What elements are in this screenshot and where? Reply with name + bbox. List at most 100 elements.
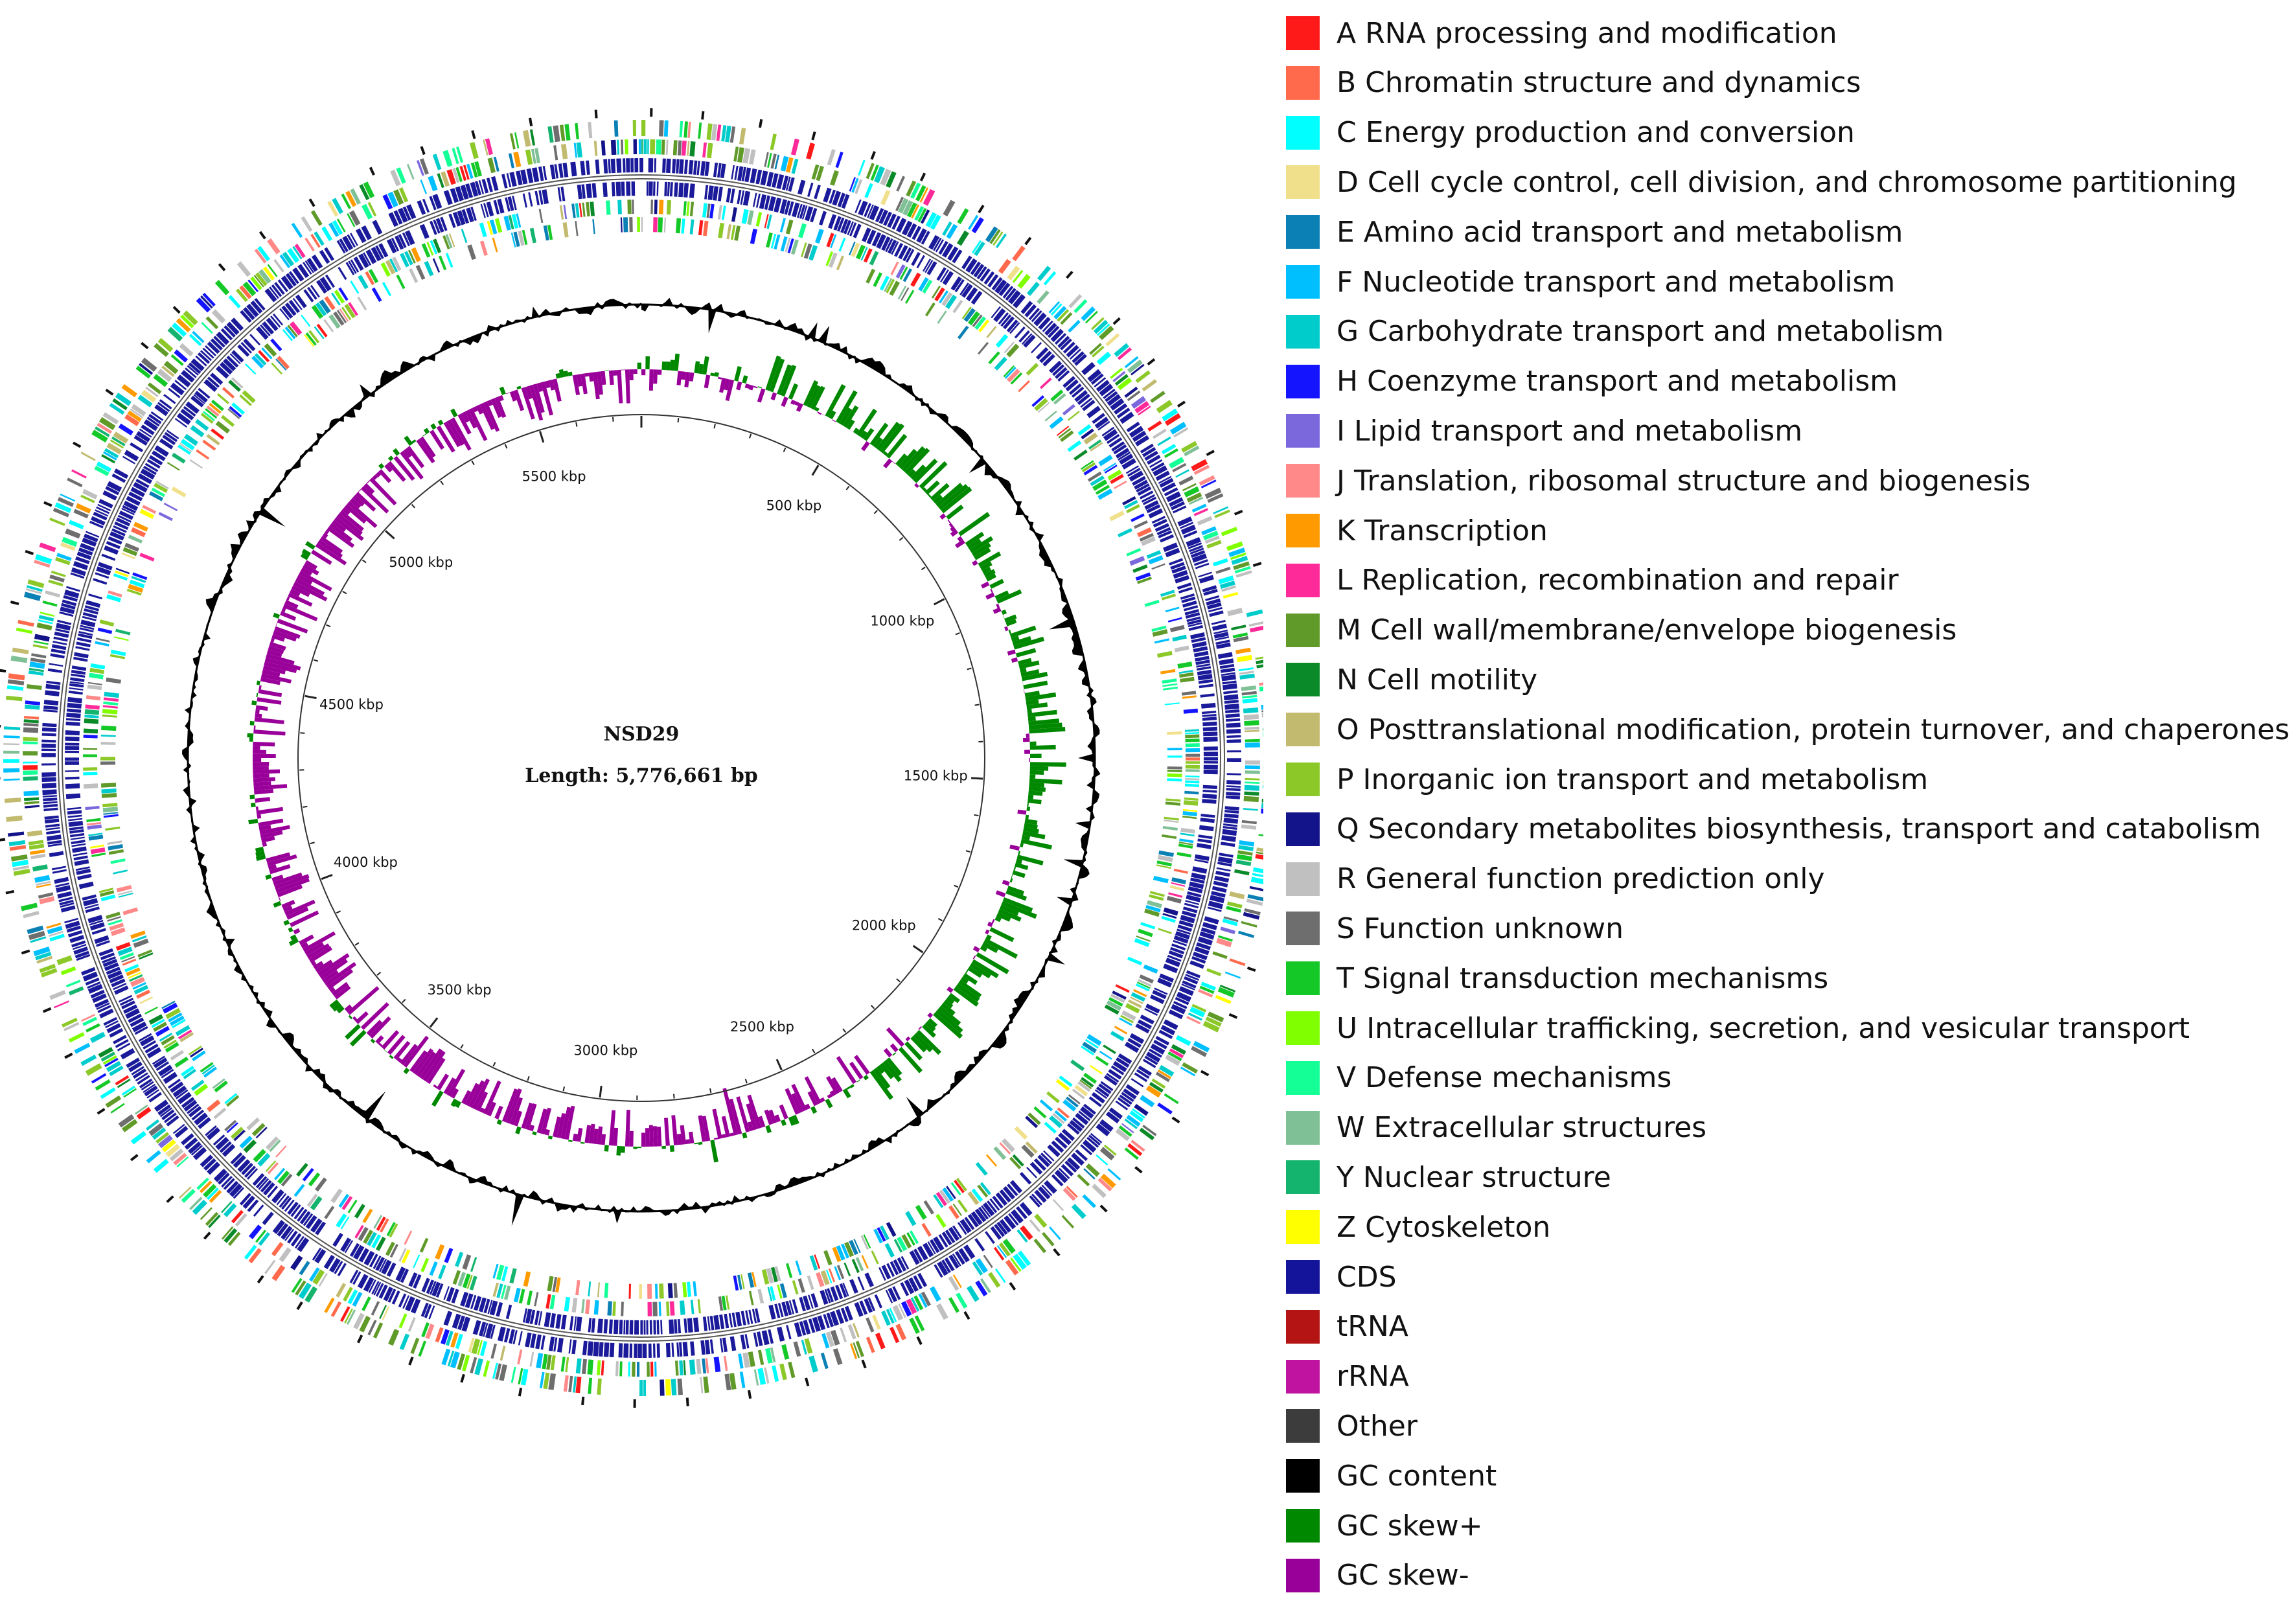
gene-feature xyxy=(823,1250,832,1266)
gene-feature xyxy=(864,1298,873,1313)
gene-feature xyxy=(503,216,511,231)
gene-feature xyxy=(100,1051,115,1062)
gene-feature xyxy=(730,189,735,203)
gene-feature xyxy=(876,234,886,249)
gene-feature xyxy=(808,1318,816,1333)
gene-feature xyxy=(38,892,54,899)
gene-feature xyxy=(768,1305,776,1320)
gene-feature xyxy=(985,226,998,242)
gene-feature xyxy=(80,619,96,628)
gene-feature xyxy=(1219,580,1235,589)
gene-feature xyxy=(840,218,849,233)
scale-tick xyxy=(539,431,545,443)
gene-feature xyxy=(109,1065,124,1077)
gene-feature xyxy=(1106,1000,1122,1011)
gc-skew-negative xyxy=(781,396,788,407)
gene-feature xyxy=(1105,1111,1120,1124)
gene-feature xyxy=(726,224,732,240)
gene-feature xyxy=(523,1271,531,1287)
gene-feature xyxy=(684,159,688,174)
gene-feature xyxy=(375,1283,384,1297)
gene-feature xyxy=(577,184,582,200)
gene-feature xyxy=(1043,1150,1055,1162)
gene-feature xyxy=(943,200,956,217)
gene-feature xyxy=(961,255,972,270)
gene-feature xyxy=(674,182,678,197)
gene-feature xyxy=(332,220,343,235)
gene-feature xyxy=(534,1292,539,1307)
gene-feature xyxy=(1061,1129,1075,1141)
gene-feature xyxy=(1231,625,1246,630)
gene-feature xyxy=(1196,666,1211,671)
gene-feature xyxy=(855,1340,864,1357)
gene-feature xyxy=(643,1320,646,1335)
gene-feature xyxy=(1217,652,1233,660)
gene-feature xyxy=(573,1376,577,1393)
gene-feature xyxy=(210,338,223,351)
gene-feature xyxy=(479,1322,487,1336)
gc-skew-negative xyxy=(580,373,588,395)
gene-feature xyxy=(382,282,392,297)
gene-feature xyxy=(1025,1141,1038,1154)
gene-feature xyxy=(1213,629,1228,635)
gene-feature xyxy=(1244,726,1259,730)
outer-tick xyxy=(1066,270,1073,279)
gene-feature xyxy=(1112,371,1126,382)
gene-feature xyxy=(967,1213,979,1228)
gene-feature xyxy=(253,1149,266,1163)
gene-feature xyxy=(196,449,210,460)
gene-feature xyxy=(896,176,906,192)
gene-feature xyxy=(693,1317,700,1333)
gene-feature xyxy=(281,1197,292,1210)
gc-skew-positive xyxy=(927,1018,937,1028)
gene-feature xyxy=(641,120,646,136)
gene-feature xyxy=(1066,1157,1081,1171)
gene-feature xyxy=(25,700,40,705)
gene-feature xyxy=(96,940,110,947)
gc-skew-positive xyxy=(927,494,932,498)
gc-skew-positive xyxy=(989,927,1015,943)
gc-skew-positive xyxy=(1029,762,1066,767)
gene-feature xyxy=(679,159,684,174)
gene-feature xyxy=(607,1301,612,1316)
gene-feature xyxy=(1217,987,1235,998)
gc-skew-negative xyxy=(608,370,614,385)
gene-feature xyxy=(1117,377,1132,391)
gene-feature xyxy=(1108,997,1123,1007)
gene-feature xyxy=(1044,410,1057,422)
gene-feature xyxy=(860,1235,869,1250)
gc-skew-positive xyxy=(996,912,1011,922)
legend-swatch xyxy=(1286,115,1320,150)
gc-skew-positive xyxy=(411,439,417,444)
gene-feature xyxy=(795,1260,802,1276)
gene-feature xyxy=(740,1311,746,1325)
gene-feature xyxy=(36,883,51,888)
gene-feature xyxy=(1215,639,1230,645)
gene-feature xyxy=(197,352,211,364)
gene-feature xyxy=(588,122,593,139)
gene-feature xyxy=(1229,958,1246,967)
gene-feature xyxy=(974,241,985,257)
gene-feature xyxy=(765,1348,773,1364)
gene-feature xyxy=(1054,1110,1067,1122)
gene-feature xyxy=(748,1309,753,1324)
gene-feature xyxy=(324,1206,335,1219)
gene-feature xyxy=(1105,391,1118,402)
gc-skew-negative xyxy=(387,461,406,482)
gc-skew-negative xyxy=(747,1121,754,1132)
outer-tick xyxy=(0,669,6,673)
gene-feature xyxy=(1167,770,1182,772)
gc-skew-positive xyxy=(856,408,877,437)
gene-feature xyxy=(157,369,172,382)
gene-feature xyxy=(265,1160,277,1173)
gene-feature xyxy=(78,631,93,636)
gene-feature xyxy=(1207,493,1224,503)
gene-feature xyxy=(271,1189,284,1204)
gene-feature xyxy=(1195,660,1210,665)
gene-feature xyxy=(1140,1095,1155,1108)
gene-feature xyxy=(337,1263,347,1277)
gene-feature xyxy=(1153,428,1167,439)
gene-feature xyxy=(55,882,70,888)
gc-skew-positive xyxy=(910,465,926,481)
gene-feature xyxy=(80,625,95,630)
